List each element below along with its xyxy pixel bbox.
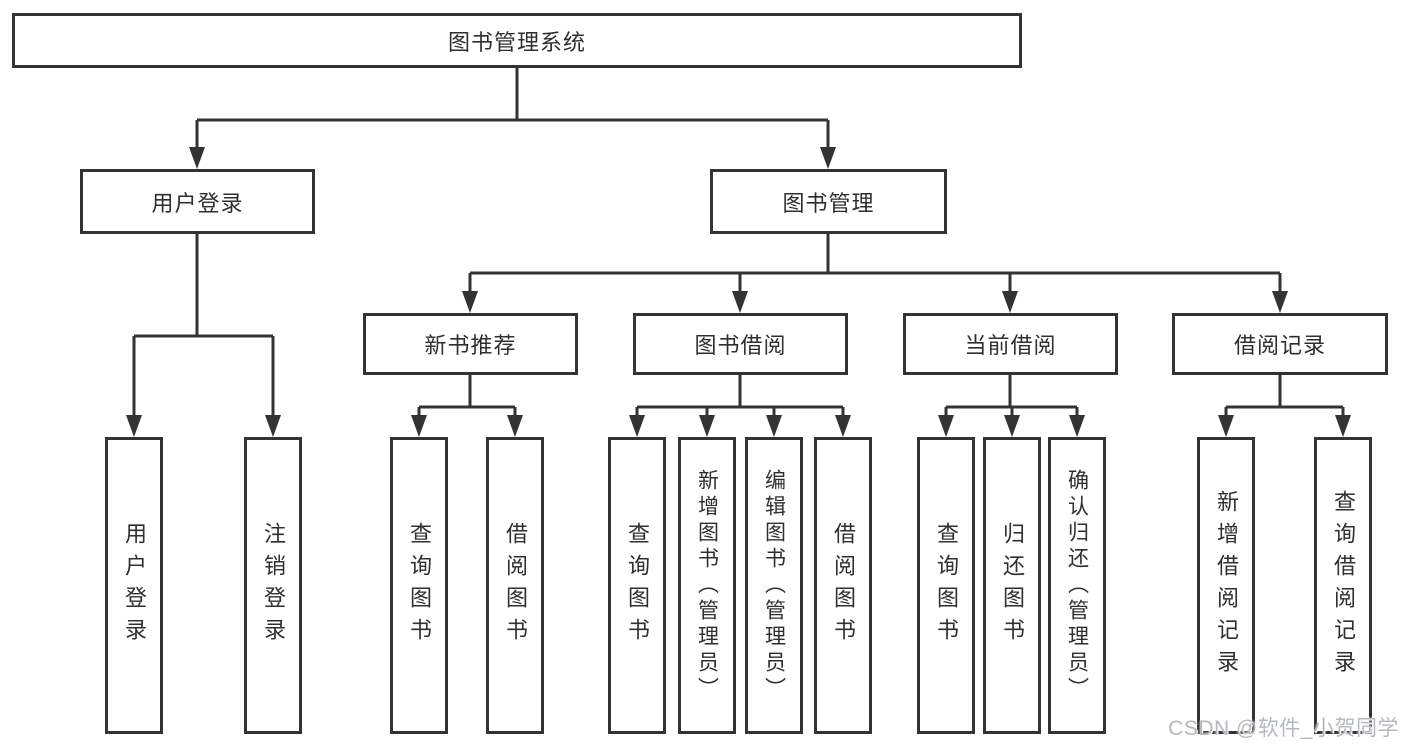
leaf-confirm-return-admin: 确认归还（管理员） bbox=[1048, 437, 1106, 734]
leaf-user-login: 用户登录 bbox=[105, 437, 163, 734]
node-label: 用户登录 bbox=[151, 190, 244, 216]
arrowhead-down-icon bbox=[699, 415, 715, 437]
leaf-borrowing-query-books: 查询图书 bbox=[608, 437, 666, 734]
node-label: 借阅记录 bbox=[1233, 333, 1326, 358]
leaf-newbook-query-books: 查询图书 bbox=[390, 437, 448, 734]
node-label: 编辑图书（管理员） bbox=[762, 468, 786, 703]
node-label: 归还图书 bbox=[1000, 521, 1025, 650]
arrowhead-down-icon bbox=[265, 415, 281, 437]
node-label: 图书管理系统 bbox=[447, 29, 586, 55]
node-label: 确认归还（管理员） bbox=[1065, 468, 1089, 703]
arrowhead-down-icon bbox=[507, 415, 523, 437]
leaf-borrowing-borrow-books: 借阅图书 bbox=[814, 437, 872, 734]
arrowhead-down-icon bbox=[732, 291, 748, 313]
node-user-login: 用户登录 bbox=[80, 169, 315, 234]
node-book-management: 图书管理 bbox=[710, 169, 947, 234]
node-library-management-system: 图书管理系统 bbox=[12, 13, 1022, 68]
node-label: 查询图书 bbox=[625, 521, 650, 650]
arrowhead-down-icon bbox=[820, 147, 836, 169]
arrowhead-down-icon bbox=[629, 415, 645, 437]
arrowhead-down-icon bbox=[1002, 291, 1018, 313]
node-label: 图书借阅 bbox=[694, 333, 787, 358]
arrowhead-down-icon bbox=[411, 415, 427, 437]
node-current-borrowing: 当前借阅 bbox=[903, 313, 1118, 375]
node-label: 图书管理 bbox=[782, 190, 875, 216]
arrowhead-down-icon bbox=[1218, 415, 1234, 437]
node-label: 查询借阅记录 bbox=[1331, 489, 1356, 682]
leaf-return-books: 归还图书 bbox=[983, 437, 1041, 734]
node-label: 当前借阅 bbox=[964, 333, 1057, 358]
arrowhead-down-icon bbox=[938, 415, 954, 437]
node-label: 借阅图书 bbox=[831, 521, 856, 650]
node-borrowing-records: 借阅记录 bbox=[1172, 313, 1388, 375]
node-label: 注销登录 bbox=[261, 521, 286, 650]
arrowhead-down-icon bbox=[189, 147, 205, 169]
arrowhead-down-icon bbox=[1004, 415, 1020, 437]
csdn-watermark: CSDN @软件_小贺同学 bbox=[1168, 717, 1399, 740]
node-label: 查询图书 bbox=[934, 521, 959, 650]
leaf-query-borrow-record: 查询借阅记录 bbox=[1314, 437, 1372, 734]
node-new-book-recommendation: 新书推荐 bbox=[363, 313, 578, 375]
leaf-add-books-admin: 新增图书（管理员） bbox=[678, 437, 736, 734]
leaf-add-borrow-record: 新增借阅记录 bbox=[1197, 437, 1255, 734]
node-label: 用户登录 bbox=[122, 521, 147, 650]
node-label: 新增图书（管理员） bbox=[695, 468, 719, 703]
arrowhead-down-icon bbox=[126, 415, 142, 437]
leaf-edit-books-admin: 编辑图书（管理员） bbox=[745, 437, 803, 734]
arrowhead-down-icon bbox=[835, 415, 851, 437]
arrowhead-down-icon bbox=[766, 415, 782, 437]
node-label: 查询图书 bbox=[407, 521, 432, 650]
node-label: 新书推荐 bbox=[424, 333, 517, 358]
arrowhead-down-icon bbox=[462, 291, 478, 313]
node-label: 新增借阅记录 bbox=[1214, 489, 1239, 682]
leaf-logout: 注销登录 bbox=[244, 437, 302, 734]
leaf-newbook-borrow-books: 借阅图书 bbox=[486, 437, 544, 734]
arrowhead-down-icon bbox=[1335, 415, 1351, 437]
leaf-current-query-books: 查询图书 bbox=[917, 437, 975, 734]
arrowhead-down-icon bbox=[1069, 415, 1085, 437]
node-book-borrowing: 图书借阅 bbox=[633, 313, 848, 375]
arrowhead-down-icon bbox=[1272, 291, 1288, 313]
node-label: 借阅图书 bbox=[503, 521, 528, 650]
